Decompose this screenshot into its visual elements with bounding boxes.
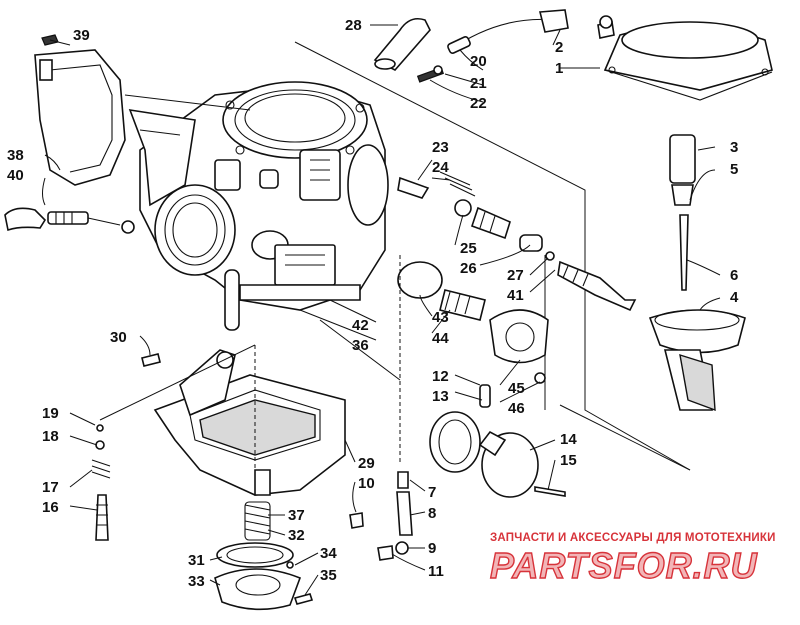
part-label-6: 6	[730, 267, 738, 284]
part-label-16: 16	[42, 499, 59, 516]
part-label-23: 23	[432, 139, 449, 156]
part-number-labels: 39 38 40 28 2 1 20 21 22 3 5 6 4 23 24 2…	[7, 17, 739, 590]
part-label-14: 14	[560, 431, 577, 448]
part-label-45: 45	[508, 380, 525, 397]
part-label-35: 35	[320, 567, 337, 584]
needle-spring-assembly	[648, 134, 746, 412]
part-label-27: 27	[507, 267, 524, 284]
part-label-41: 41	[507, 287, 524, 304]
part-label-37: 37	[288, 507, 305, 524]
part-label-4: 4	[730, 289, 739, 306]
part-label-29: 29	[358, 455, 375, 472]
part-label-21: 21	[470, 75, 487, 92]
part-label-40: 40	[7, 167, 24, 184]
idle-adjust-parts	[397, 171, 637, 312]
main-jet-parts	[349, 471, 413, 561]
float-assembly	[429, 384, 566, 498]
part-label-5: 5	[730, 161, 738, 178]
part-label-36: 36	[352, 337, 369, 354]
part-label-42: 42	[352, 317, 369, 334]
part-label-43: 43	[432, 309, 449, 326]
part-label-9: 9	[428, 540, 436, 557]
part-label-19: 19	[42, 405, 59, 422]
top-cap	[597, 15, 773, 101]
part-label-38: 38	[7, 147, 24, 164]
part-label-31: 31	[188, 552, 205, 569]
watermark-subtitle: ЗАПЧАСТИ И АКСЕССУАРЫ ДЛЯ МОТОТЕХНИКИ	[490, 532, 776, 544]
part-label-17: 17	[42, 479, 59, 496]
air-duct-cover	[34, 34, 126, 186]
part-label-33: 33	[188, 573, 205, 590]
throttle-cable	[416, 9, 569, 83]
vent-hose	[373, 17, 431, 71]
watermark: ЗАПЧАСТИ И АКСЕССУАРЫ ДЛЯ МОТОТЕХНИКИ PA…	[489, 532, 776, 587]
leader-lines	[42, 24, 721, 596]
part-label-3: 3	[730, 139, 738, 156]
choke-cable	[4, 207, 135, 234]
part-label-25: 25	[460, 240, 477, 257]
part-label-18: 18	[42, 428, 59, 445]
part-label-32: 32	[288, 527, 305, 544]
part-label-2: 2	[555, 39, 563, 56]
part-label-44: 44	[432, 330, 449, 347]
part-label-1: 1	[555, 60, 563, 77]
part-label-22: 22	[470, 95, 487, 112]
part-label-26: 26	[460, 260, 477, 277]
part-label-12: 12	[432, 368, 449, 385]
part-label-24: 24	[432, 159, 449, 176]
part-label-15: 15	[560, 452, 577, 469]
watermark-brand: PARTSFOR.RU	[490, 545, 758, 586]
part-label-39: 39	[73, 27, 90, 44]
accelerator-pump	[397, 261, 549, 384]
bottom-cover-parts	[214, 501, 314, 611]
part-label-20: 20	[470, 53, 487, 70]
part-label-10: 10	[358, 475, 375, 492]
part-label-46: 46	[508, 400, 525, 417]
jet-needle-parts	[91, 353, 161, 541]
part-label-11: 11	[428, 563, 444, 580]
part-label-7: 7	[428, 484, 436, 501]
part-label-13: 13	[432, 388, 449, 405]
part-label-8: 8	[428, 505, 436, 522]
part-label-34: 34	[320, 545, 337, 562]
part-label-28: 28	[345, 17, 362, 34]
carburetor-body	[128, 81, 389, 331]
float-bowl	[153, 349, 346, 496]
part-label-30: 30	[110, 329, 127, 346]
